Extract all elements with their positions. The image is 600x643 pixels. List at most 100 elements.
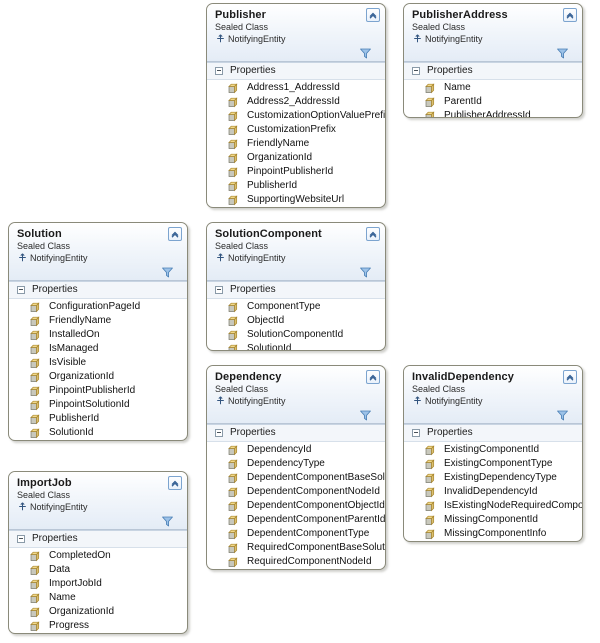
property-row[interactable]: Progress bbox=[9, 619, 187, 633]
minus-expander-icon[interactable] bbox=[412, 429, 420, 437]
properties-compartment-header[interactable]: Properties bbox=[207, 424, 385, 442]
minus-expander-icon[interactable] bbox=[215, 429, 223, 437]
property-row[interactable]: Name bbox=[404, 81, 582, 95]
property-row[interactable]: CustomizationPrefix bbox=[207, 123, 385, 137]
property-row[interactable]: MissingComponentId bbox=[404, 513, 582, 527]
property-row[interactable]: InstalledOn bbox=[9, 328, 187, 342]
properties-compartment-header[interactable]: Properties bbox=[404, 424, 582, 442]
chevron-up-icon[interactable] bbox=[168, 476, 182, 490]
property-row[interactable]: ObjectId bbox=[207, 314, 385, 328]
property-row[interactable]: PublisherAddressId bbox=[404, 109, 582, 117]
property-row[interactable]: OrganizationId bbox=[207, 151, 385, 165]
property-row[interactable]: OrganizationId bbox=[9, 370, 187, 384]
chevron-up-icon[interactable] bbox=[168, 227, 182, 241]
minus-expander-icon[interactable] bbox=[412, 67, 420, 75]
property-row[interactable]: PinpointPublisherId bbox=[9, 384, 187, 398]
property-row[interactable]: IsManaged bbox=[9, 342, 187, 356]
property-row[interactable]: DependentComponentObjectId bbox=[207, 499, 385, 513]
property-row[interactable]: SolutionComponentId bbox=[207, 328, 385, 342]
property-row[interactable]: UniqueName bbox=[9, 440, 187, 441]
properties-compartment-header[interactable]: Properties bbox=[207, 62, 385, 80]
property-row[interactable]: RequiredComponentNodeId bbox=[207, 555, 385, 569]
properties-compartment-header[interactable]: Properties bbox=[207, 281, 385, 299]
property-row[interactable]: Data bbox=[9, 563, 187, 577]
funnel-icon[interactable] bbox=[360, 265, 371, 278]
property-row[interactable]: Name bbox=[9, 591, 187, 605]
property-row[interactable]: FriendlyName bbox=[9, 314, 187, 328]
base-class-row[interactable]: NotifyingEntity bbox=[412, 395, 574, 407]
property-row[interactable]: ExistingDependencyType bbox=[404, 471, 582, 485]
property-row[interactable]: PinpointPublisherId bbox=[207, 165, 385, 179]
funnel-icon[interactable] bbox=[557, 46, 568, 59]
property-row[interactable]: ParentId bbox=[404, 95, 582, 109]
property-row[interactable]: CompletedOn bbox=[9, 549, 187, 563]
property-row[interactable]: CustomizationOptionValuePrefix bbox=[207, 109, 385, 123]
base-class-row[interactable]: NotifyingEntity bbox=[17, 252, 179, 264]
base-class-row[interactable]: NotifyingEntity bbox=[215, 252, 377, 264]
property-row[interactable]: DependentComponentNodeId bbox=[207, 485, 385, 499]
property-row[interactable]: DependencyType bbox=[207, 457, 385, 471]
funnel-icon[interactable] bbox=[162, 265, 173, 278]
property-row[interactable]: FriendlyName bbox=[207, 137, 385, 151]
funnel-icon[interactable] bbox=[360, 46, 371, 59]
property-row[interactable]: Address2_AddressId bbox=[207, 95, 385, 109]
property-row[interactable]: DependentComponentParentId bbox=[207, 513, 385, 527]
property-row[interactable]: MissingComponentLookupType bbox=[404, 541, 582, 542]
property-row[interactable]: RequiredComponentBaseSolutionId bbox=[207, 541, 385, 555]
property-row[interactable]: RequiredComponentObjectId bbox=[207, 569, 385, 570]
chevron-up-icon[interactable] bbox=[366, 8, 380, 22]
base-class-row[interactable]: NotifyingEntity bbox=[17, 501, 179, 513]
base-class-row[interactable]: NotifyingEntity bbox=[412, 33, 574, 45]
chevron-up-icon[interactable] bbox=[366, 227, 380, 241]
chevron-up-icon[interactable] bbox=[563, 370, 577, 384]
property-row[interactable]: ConfigurationPageId bbox=[9, 300, 187, 314]
property-row[interactable]: UniqueName bbox=[207, 207, 385, 208]
property-row[interactable]: PublisherId bbox=[207, 179, 385, 193]
property-row[interactable]: SolutionId bbox=[9, 426, 187, 440]
funnel-icon[interactable] bbox=[162, 514, 173, 527]
property-row[interactable]: DependencyId bbox=[207, 443, 385, 457]
minus-expander-icon[interactable] bbox=[215, 67, 223, 75]
chevron-up-icon[interactable] bbox=[366, 370, 380, 384]
property-row[interactable]: ExistingComponentType bbox=[404, 457, 582, 471]
base-class-row[interactable]: NotifyingEntity bbox=[215, 395, 377, 407]
property-row[interactable]: SolutionName bbox=[9, 633, 187, 634]
property-row[interactable]: InvalidDependencyId bbox=[404, 485, 582, 499]
base-class-row[interactable]: NotifyingEntity bbox=[215, 33, 377, 45]
property-row[interactable]: DependentComponentBaseSolutionId bbox=[207, 471, 385, 485]
property-row[interactable]: OrganizationId bbox=[9, 605, 187, 619]
funnel-icon[interactable] bbox=[360, 408, 371, 421]
properties-compartment-header[interactable]: Properties bbox=[9, 281, 187, 299]
property-row[interactable]: MissingComponentInfo bbox=[404, 527, 582, 541]
property-row[interactable]: ComponentType bbox=[207, 300, 385, 314]
properties-compartment-header[interactable]: Properties bbox=[404, 62, 582, 80]
property-row[interactable]: IsExistingNodeRequiredComponent bbox=[404, 499, 582, 513]
minus-expander-icon[interactable] bbox=[17, 286, 25, 294]
property-row[interactable]: SolutionId bbox=[207, 342, 385, 350]
property-row[interactable]: ExistingComponentId bbox=[404, 443, 582, 457]
property-row[interactable]: SupportingWebsiteUrl bbox=[207, 193, 385, 207]
property-row[interactable]: Address1_AddressId bbox=[207, 81, 385, 95]
property-row[interactable]: IsVisible bbox=[9, 356, 187, 370]
chevron-up-icon[interactable] bbox=[563, 8, 577, 22]
minus-expander-icon[interactable] bbox=[17, 535, 25, 543]
property-row[interactable]: ImportJobId bbox=[9, 577, 187, 591]
funnel-icon[interactable] bbox=[557, 408, 568, 421]
properties-compartment-header[interactable]: Properties bbox=[9, 530, 187, 548]
minus-expander-icon[interactable] bbox=[215, 286, 223, 294]
